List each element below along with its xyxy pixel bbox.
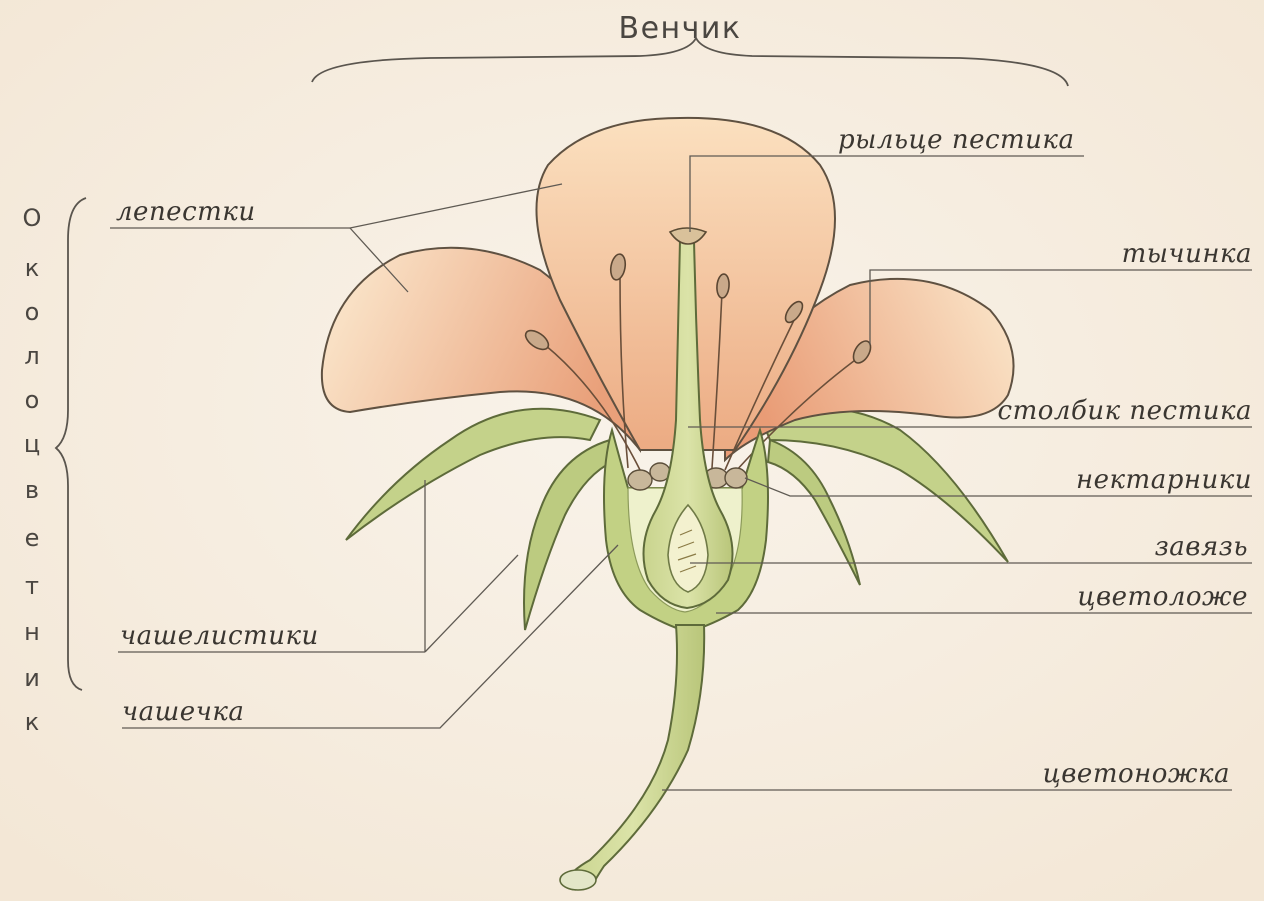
label-stigma: рыльце пестика xyxy=(838,125,1074,155)
perianth-letter: к xyxy=(25,254,40,282)
perianth-letter: о xyxy=(25,298,40,326)
perianth-letter: ц xyxy=(24,430,40,458)
perianth-letter: о xyxy=(25,386,40,414)
label-style: столбик пестика xyxy=(998,396,1252,426)
perianth-letter: к xyxy=(25,708,40,736)
perianth-letter: е xyxy=(25,524,40,552)
label-calyx: чашечка xyxy=(122,697,244,727)
peduncle-end xyxy=(560,870,596,890)
perianth-letter: и xyxy=(24,664,40,692)
label-sepals: чашелистики xyxy=(120,621,319,651)
corolla-header: Венчик xyxy=(619,11,742,46)
perianth-letter: О xyxy=(23,204,42,232)
label-nectaries: нектарники xyxy=(1076,465,1252,495)
label-stamen: тычинка xyxy=(1122,239,1252,269)
nectary xyxy=(628,470,652,490)
perianth-letter: в xyxy=(25,476,39,504)
label-petals: лепестки xyxy=(116,197,256,227)
perianth-letter: н xyxy=(24,618,40,646)
perianth-letter: л xyxy=(24,342,39,370)
nectary xyxy=(725,468,747,488)
label-ovary: завязь xyxy=(1155,532,1248,562)
perianth-letter: т xyxy=(25,572,39,600)
label-peduncle: цветоножка xyxy=(1043,759,1230,789)
label-receptacle: цветоложе xyxy=(1077,582,1248,612)
